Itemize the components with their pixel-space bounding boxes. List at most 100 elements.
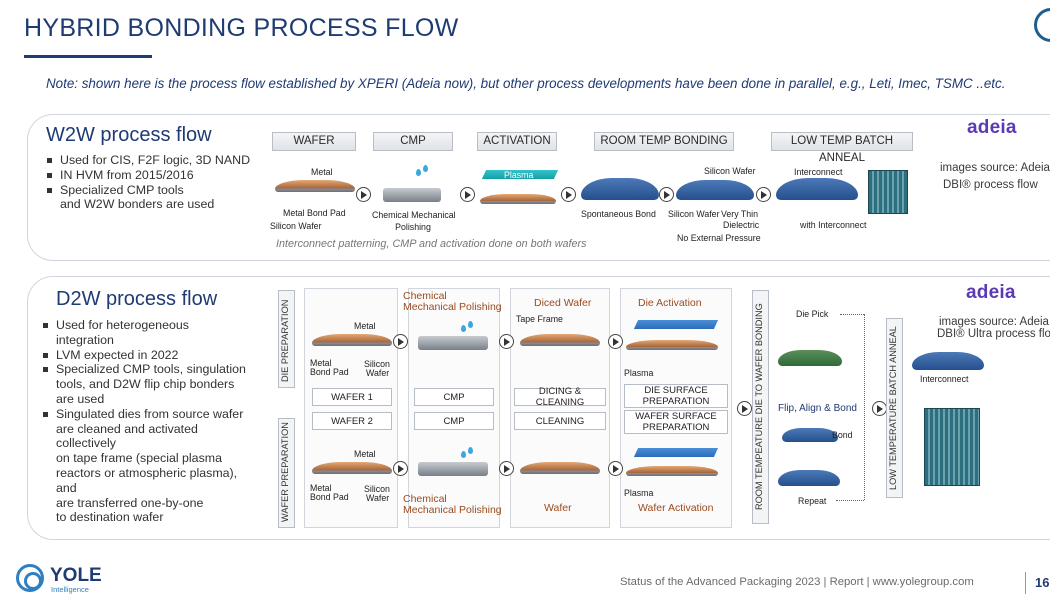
- w2w-label-silicon-wafer-2: Silicon Wafer: [668, 209, 720, 219]
- d2w-cmp-bottom-label-2: Mechanical Polishing: [403, 504, 502, 516]
- w2w-label-plasma: Plasma: [504, 170, 534, 180]
- w2w-label-metal-bond-pad: Metal Bond Pad: [283, 208, 346, 218]
- slide-note: Note: shown here is the process flow est…: [46, 76, 1006, 91]
- d2w-bullet: reactors or atmospheric plasma),: [56, 465, 238, 480]
- d2w-silicon-label-bottom: Silicon: [364, 484, 390, 494]
- slurry-drops-icon: [460, 320, 474, 334]
- w2w-title: W2W process flow: [46, 124, 212, 146]
- d2w-bond-pad-label-top-2: Bond Pad: [310, 367, 349, 377]
- d2w-bullet: Singulated dies from source wafer: [42, 407, 274, 422]
- arrow-right-icon: [608, 334, 623, 349]
- die-pick-dotted-line: [840, 314, 864, 315]
- d2w-cmp-top-image: [418, 336, 488, 350]
- anneal-furnace-image: [868, 170, 908, 214]
- w2w-step-activation: ACTIVATION: [477, 132, 557, 151]
- d2w-plasma-label-top: Plasma: [624, 368, 654, 378]
- d2w-title: D2W process flow: [56, 288, 218, 310]
- d2w-bullet: tools, and D2W flip chip bonders: [56, 377, 235, 392]
- d2w-silicon-label-top: Silicon: [364, 359, 390, 369]
- arrow-right-icon: [737, 401, 752, 416]
- annealed-wafer-image: [776, 178, 858, 200]
- d2w-diced-wafer-label: Diced Wafer: [534, 297, 592, 309]
- d2w-process-name: DBI® Ultra process flow: [937, 328, 1050, 340]
- die-pick-label: Die Pick: [796, 309, 829, 319]
- w2w-process-name: DBI® process flow: [943, 179, 1038, 191]
- d2w-tape-frame-label: Tape Frame: [516, 314, 563, 324]
- w2w-label-spontaneous-bond: Spontaneous Bond: [581, 209, 656, 219]
- w2w-label-with-interconnect: with Interconnect: [800, 220, 867, 230]
- arrow-right-icon: [561, 187, 576, 202]
- footer-separator: [1025, 572, 1026, 594]
- d2w-cmp-bottom-image: [418, 462, 488, 476]
- d2w-bullets: Used for heterogeneous integration LVM e…: [42, 318, 274, 525]
- d2w-metal-label-top: Metal: [354, 321, 376, 331]
- arrow-right-icon: [608, 461, 623, 476]
- arrow-right-icon: [756, 187, 771, 202]
- arrow-right-icon: [460, 187, 475, 202]
- low-temp-anneal-box: [886, 318, 903, 498]
- d2w-bullet: collectively: [56, 436, 116, 451]
- d2w-plasma-label-bottom: Plasma: [624, 488, 654, 498]
- d2w-silicon-label-top-2: Wafer: [366, 368, 390, 378]
- w2w-label-cmp-desc-2: Polishing: [395, 222, 431, 232]
- room-temp-bonding-label: ROOM TEMPEATURE DIE TO WAFER BONDING: [754, 303, 764, 511]
- w2w-step-low-temp-anneal: LOW TEMP BATCH ANNEAL: [771, 132, 913, 164]
- room-temp-bonding-box: [752, 290, 769, 524]
- page-number: 16: [1035, 575, 1050, 590]
- d2w-die-wafer-image: [312, 334, 392, 346]
- spontaneous-bond-image: [581, 178, 659, 200]
- arrow-right-icon: [499, 334, 514, 349]
- d2w-wafer-activated-image: [626, 466, 718, 476]
- d2w-bullet: are transferred one-by-one: [56, 495, 204, 510]
- d2w-bullet: and: [56, 480, 77, 495]
- d2w-die-activation-label: Die Activation: [638, 297, 702, 309]
- slide-title: HYBRID BONDING PROCESS FLOW: [24, 14, 459, 42]
- arrow-right-icon: [356, 187, 371, 202]
- d2w-silicon-label-bottom-2: Wafer: [366, 493, 390, 503]
- grid-col-dicing: [510, 288, 610, 528]
- grid-die-surface-prep: DIE SURFACE PREPARATION: [624, 384, 728, 408]
- grid-cmp-1: CMP: [414, 388, 494, 406]
- bonded-wafer-image: [676, 180, 754, 200]
- cmp-tool-image: [383, 188, 441, 202]
- w2w-label-metal: Metal: [311, 167, 333, 177]
- w2w-step-cmp: CMP: [373, 132, 453, 151]
- d2w-image-source: images source: Adeia: [939, 316, 1049, 328]
- d2w-diced-wafer-image: [520, 334, 600, 346]
- grid-col-wafer: [304, 288, 398, 528]
- d2w-wafer-activation-label: Wafer Activation: [638, 502, 714, 514]
- d2w-die-activated-image: [626, 340, 718, 350]
- arrow-right-icon: [393, 334, 408, 349]
- w2w-wafer-image: [275, 180, 355, 192]
- repeat-wafer-image: [778, 470, 840, 486]
- d2w-bullet: LVM expected in 2022: [42, 348, 274, 363]
- d2w-bullet: integration: [56, 332, 114, 347]
- grid-cmp-2: CMP: [414, 412, 494, 430]
- die-prep-label: DIE PREPARATION: [280, 299, 290, 382]
- yole-brand-sub: Intelligence: [51, 585, 89, 594]
- footer-text: Status of the Advanced Packaging 2023 | …: [620, 576, 974, 588]
- low-temp-anneal-label: LOW TEMPERATURE BATCH ANNEAL: [888, 326, 898, 490]
- arrow-right-icon: [499, 461, 514, 476]
- d2w-anneal-furnace-image: [924, 408, 980, 486]
- w2w-label-cmp-desc: Chemical Mechanical: [372, 210, 456, 220]
- d2w-bullet: are cleaned and activated: [56, 421, 198, 436]
- d2w-target-wafer-image: [312, 462, 392, 474]
- grid-wafer-surface-line-1: WAFER SURFACE: [635, 411, 717, 422]
- d2w-bond-pad-label-top: Metal: [310, 358, 332, 368]
- d2w-wafer-label: Wafer: [544, 502, 572, 514]
- flip-align-bond-label: Flip, Align & Bond: [778, 403, 857, 414]
- d2w-annealed-wafer-image: [912, 352, 984, 370]
- d2w-bullet: Used for heterogeneous: [42, 318, 274, 333]
- grid-dicing-cleaning: DICING & CLEANING: [514, 386, 606, 408]
- d2w-bond-pad-label-bottom: Metal: [310, 483, 332, 493]
- w2w-bullet: Specialized CMP tools: [46, 183, 276, 198]
- adeia-logo: adeia: [967, 117, 1017, 138]
- arrow-right-icon: [393, 461, 408, 476]
- w2w-bullet: IN HVM from 2015/2016: [46, 168, 276, 183]
- w2w-bullets: Used for CIS, F2F logic, 3D NAND IN HVM …: [46, 153, 276, 212]
- repeat-dotted-line: [864, 314, 865, 500]
- grid-cleaning: CLEANING: [514, 412, 606, 430]
- die-pick-wafer-image: [778, 350, 842, 366]
- w2w-caption: Interconnect patterning, CMP and activat…: [276, 238, 587, 250]
